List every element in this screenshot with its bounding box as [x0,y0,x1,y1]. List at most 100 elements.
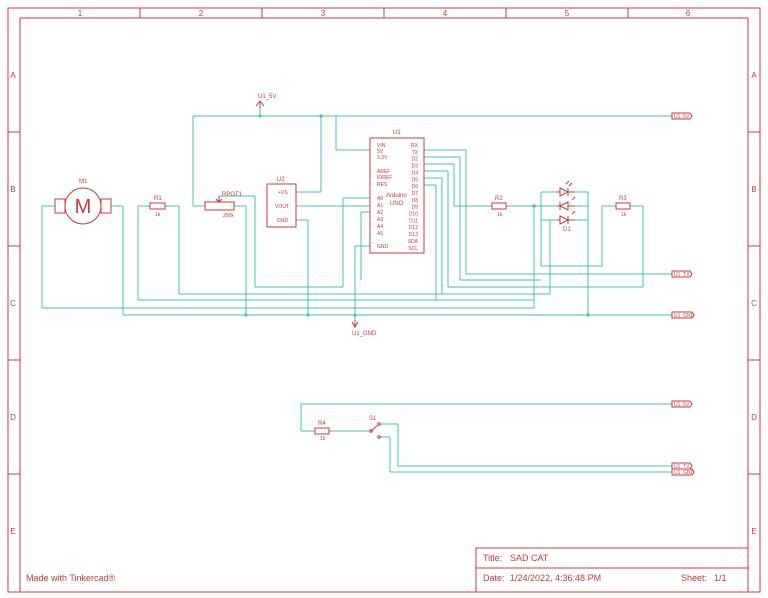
arduino-u1-pin-d6: D6 [412,184,419,190]
row-label-a-left: A [10,71,16,80]
arduino-u1-pin-vin: VIN [377,143,386,149]
led-d1[interactable]: D1 [557,180,576,233]
sensor-u2[interactable]: U2 +VS VOUT GND [266,177,297,228]
column-label-2: 2 [199,9,204,18]
potentiometer-rpot1[interactable]: RPOT1 250k [204,192,243,219]
arduino-u1-pin-d12: D12 [409,225,418,231]
arduino-u1-pin-rx: RX [411,143,419,149]
ground-label: U1_GND [352,331,377,337]
net-label-tx-2: U1_TX [674,464,690,470]
net-label-5v-2: U1_5V [674,402,690,408]
row-label-e-left: E [10,527,15,536]
resistor-r3-value: 1k [621,212,627,218]
resistor-r1[interactable]: R1 1k [149,196,166,218]
sheet-label: Sheet: [681,573,707,583]
arduino-u1-pin-d2: D2 [412,157,419,163]
sensor-u2-ref: U2 [277,177,285,183]
supply-5v-symbol: U1_5V [255,94,276,108]
potentiometer-rpot1-value: 250k [223,213,234,219]
arduino-u1-pin-res: RES [377,182,388,188]
row-label-b-left: B [10,185,15,194]
arduino-u1-pin-d10: D10 [409,212,418,218]
net-label-5v: U1_5V [674,114,690,120]
arduino-u1-pin-d3: D3 [412,164,419,170]
row-label-e-right: E [751,527,756,536]
column-label-4: 4 [443,9,448,18]
row-label-c-left: C [10,299,16,308]
column-ruler: 1 2 3 4 5 6 [78,8,691,18]
arduino-u1-pin-d13: D13 [409,232,418,238]
resistor-r2[interactable]: R2 1k [491,196,507,218]
arduino-u1-pin-a3: A3 [377,217,383,223]
arduino-u1-pin-scl: SCL [408,246,418,252]
motor-m1[interactable]: M1 M [54,179,112,225]
arduino-u1-pin-a0: A0 [377,196,383,202]
arduino-u1-pin-d8: D8 [412,198,419,204]
resistor-r4[interactable]: R4 1k [314,421,330,442]
arduino-u1-name: Arduino [386,193,407,199]
row-ruler-left: A B C D E [8,71,20,536]
wires [41,108,672,473]
arduino-u1-pin-a5: A5 [377,231,383,237]
net-label-gnd-2: U1_GND [674,470,695,476]
arduino-u1-model: UNO [390,201,404,207]
arduino-u1-pin-a1: A1 [377,203,383,209]
resistor-r4-value: 1k [320,436,326,442]
arduino-u1-pin-d4: D4 [412,170,419,176]
motor-m1-ref: M1 [79,179,88,185]
junctions [244,114,590,317]
resistor-r1-value: 1k [155,212,161,218]
column-label-3: 3 [321,9,326,18]
sensor-u2-pin-gnd: GND [277,218,289,224]
net-label-tx: U1_TX [674,272,690,278]
arduino-u1-ref: U1 [393,130,401,136]
arduino-u1-pin-d9: D9 [412,205,419,211]
column-label-6: 6 [686,9,691,18]
net-labels: U1_5V U1_TX U1_GND U1_5V U1_TX U1_GND [671,112,695,476]
ground-symbol: U1_GND [351,320,377,337]
arduino-u1-pin-d7: D7 [412,191,419,197]
arduino-u1-pin-a4: A4 [377,224,383,230]
resistor-r2-value: 1k [497,212,503,218]
date-label: Date: [483,573,505,583]
resistor-r1-ref: R1 [154,196,162,202]
switch-s1[interactable]: S1 [369,416,381,439]
supply-5v-label: U1_5V [258,94,276,100]
date-value: 1/24/2022, 4:36:48 PM [510,573,601,583]
sheet-value: 1/1 [714,573,727,583]
arduino-u1[interactable]: U1 Arduino UNO VIN5V3.3VAREFIOREFRESA0A1… [369,130,425,254]
arduino-u1-pin-aref: AREF [377,169,390,175]
resistor-r4-ref: R4 [318,421,326,427]
arduino-u1-pin-d11: D11 [409,218,418,224]
motor-m1-symbol: M [75,196,92,218]
resistor-r2-ref: R2 [495,196,503,202]
row-label-b-right: B [751,185,756,194]
column-label-5: 5 [565,9,570,18]
title-block: Title: SAD CAT Date: 1/24/2022, 4:36:48 … [475,547,749,593]
arduino-u1-pin-sda: SDA [408,239,419,245]
sensor-u2-pin-vs: +VS [278,190,288,196]
switch-s1-ref: S1 [369,416,377,422]
net-label-gnd: U1_GND [674,313,695,319]
made-with-tinkercad: Made with Tinkercad® [26,573,116,583]
row-ruler-right: A B C D E [748,71,760,536]
resistor-r3-ref: R3 [619,196,627,202]
potentiometer-rpot1-ref: RPOT1 [222,192,243,198]
led-d1-ref: D1 [563,227,571,233]
arduino-u1-pin-33v: 3.3V [377,155,388,161]
title-label: Title: [483,553,502,563]
title-value: SAD CAT [510,553,549,563]
arduino-u1-pin-tx: TX [412,150,419,156]
row-label-a-right: A [751,71,757,80]
arduino-u1-pin-5v: 5V [377,149,384,155]
row-label-d-left: D [10,413,16,422]
arduino-u1-pin-a2: A2 [377,210,383,216]
resistor-r3[interactable]: R3 1k [615,196,631,218]
sensor-u2-pin-vout: VOUT [275,204,289,210]
arduino-u1-pin-gnd: GND [377,244,389,250]
row-label-c-right: C [751,299,757,308]
column-label-1: 1 [78,9,83,18]
